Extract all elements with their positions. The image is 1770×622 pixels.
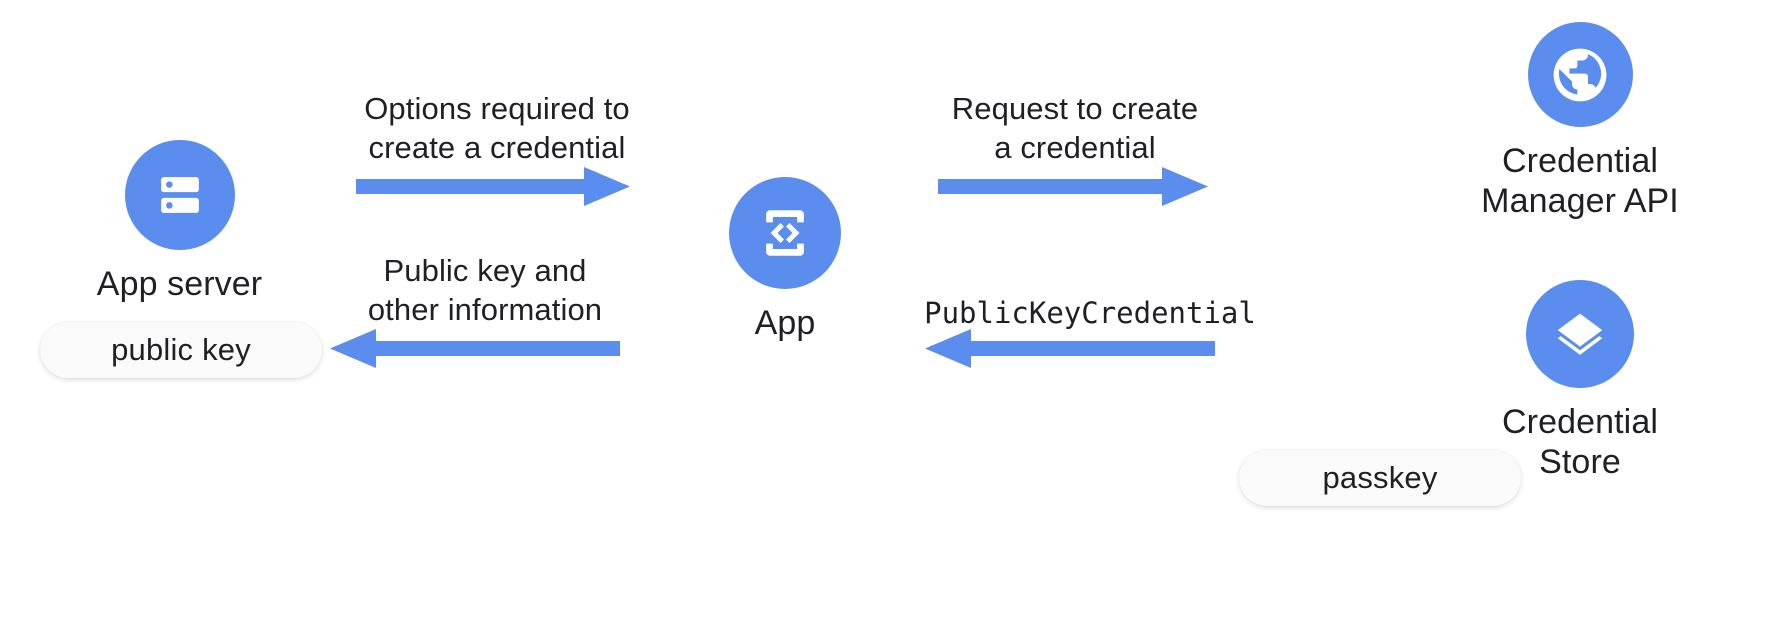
arrow-label-options-required: Options required to create a credential <box>364 91 630 165</box>
phone-code-icon <box>729 177 841 289</box>
node-credential-manager-api-label: Credential Manager API <box>1481 142 1679 221</box>
pill-passkey: passkey <box>1239 450 1521 506</box>
arrow-public-key-and-other-information <box>330 325 620 373</box>
pill-passkey-text: passkey <box>1322 460 1438 495</box>
arrow-label-public-key-credential: PublicKeyCredential <box>924 296 1256 330</box>
node-app-server: App server <box>62 140 297 304</box>
node-app-label: App <box>754 304 816 342</box>
arrow-public-key-credential <box>925 325 1215 373</box>
server-icon <box>124 140 235 250</box>
layers-icon <box>1526 280 1634 388</box>
arrow-label-request-to-create: Request to create a credential <box>951 91 1199 165</box>
pill-public-key-text: public key <box>111 332 251 367</box>
node-credential-manager-api: Credential Manager API <box>1455 22 1705 221</box>
node-app: App <box>690 177 880 343</box>
arrow-options-required <box>356 163 630 211</box>
node-credential-store: Credential Store <box>1460 280 1700 482</box>
arrow-label-public-key-and-other-information: Public key and other information <box>367 253 603 327</box>
pill-public-key: public key <box>40 322 322 378</box>
node-app-server-label: App server <box>96 265 263 303</box>
node-credential-store-label: Credential Store <box>1502 403 1658 482</box>
globe-icon <box>1527 22 1633 127</box>
arrow-request-to-create <box>938 163 1208 211</box>
